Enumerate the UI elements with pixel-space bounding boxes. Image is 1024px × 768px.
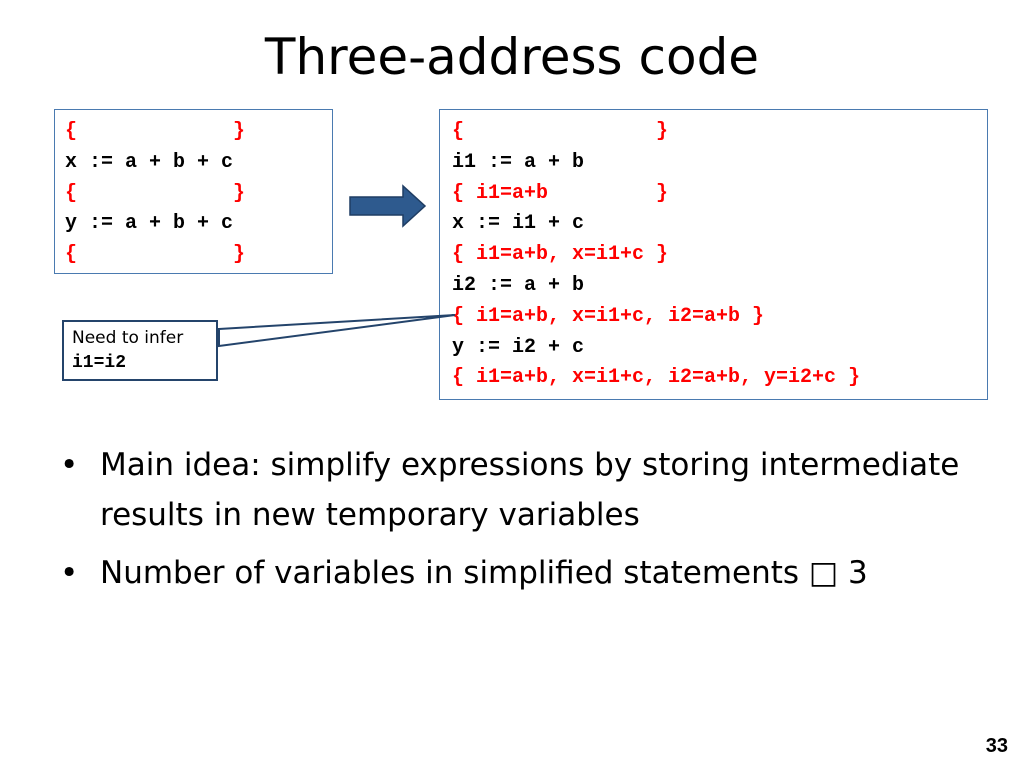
callout-code: i1=i2 <box>72 353 127 373</box>
bullet-item: • Main idea: simplify expressions by sto… <box>60 440 990 540</box>
right-code-line: { i1=a+b, x=i1+c, i2=a+b, y=i2+c } <box>452 366 861 390</box>
right-arrow-icon <box>349 184 427 228</box>
bullet-text: Main idea: simplify expressions by stori… <box>100 447 960 533</box>
left-code-line: { } <box>65 120 246 143</box>
bullet-text: Number of variables in simplified statem… <box>100 555 868 591</box>
left-code-line: { } <box>65 243 246 267</box>
bullet-item: • Number of variables in simplified stat… <box>60 548 990 598</box>
page-number: 33 <box>985 735 1008 757</box>
callout-pointer <box>218 314 456 348</box>
slide-title: Three-address code <box>264 28 760 86</box>
callout-box: Need to infer i1=i2 <box>62 320 218 381</box>
right-code-line: y := i2 + c <box>452 335 585 359</box>
bullet-list: • Main idea: simplify expressions by sto… <box>60 440 990 606</box>
bullet-dot-icon: • <box>60 555 79 591</box>
right-code-line: x := i1 + c <box>452 212 585 236</box>
right-code-line: { i1=a+b, x=i1+c } <box>452 243 669 267</box>
left-code-line: y := a + b + c <box>65 212 234 236</box>
right-code-line: { i1=a+b } <box>452 181 669 205</box>
right-code-box: { } i1 := a + b { i1=a+b } x := i1 + c {… <box>439 109 988 400</box>
right-code-line: { } <box>452 120 669 143</box>
callout-text: Need to infer <box>72 328 184 348</box>
left-code-box: { } x := a + b + c { } y := a + b + c { … <box>54 109 333 274</box>
right-code-line: i1 := a + b <box>452 150 585 174</box>
right-code-line: i2 := a + b <box>452 273 585 297</box>
left-code-line: x := a + b + c <box>65 150 234 174</box>
right-code-line: { i1=a+b, x=i1+c, i2=a+b } <box>452 304 765 328</box>
bullet-dot-icon: • <box>60 447 79 483</box>
left-code-line: { } <box>65 181 246 205</box>
